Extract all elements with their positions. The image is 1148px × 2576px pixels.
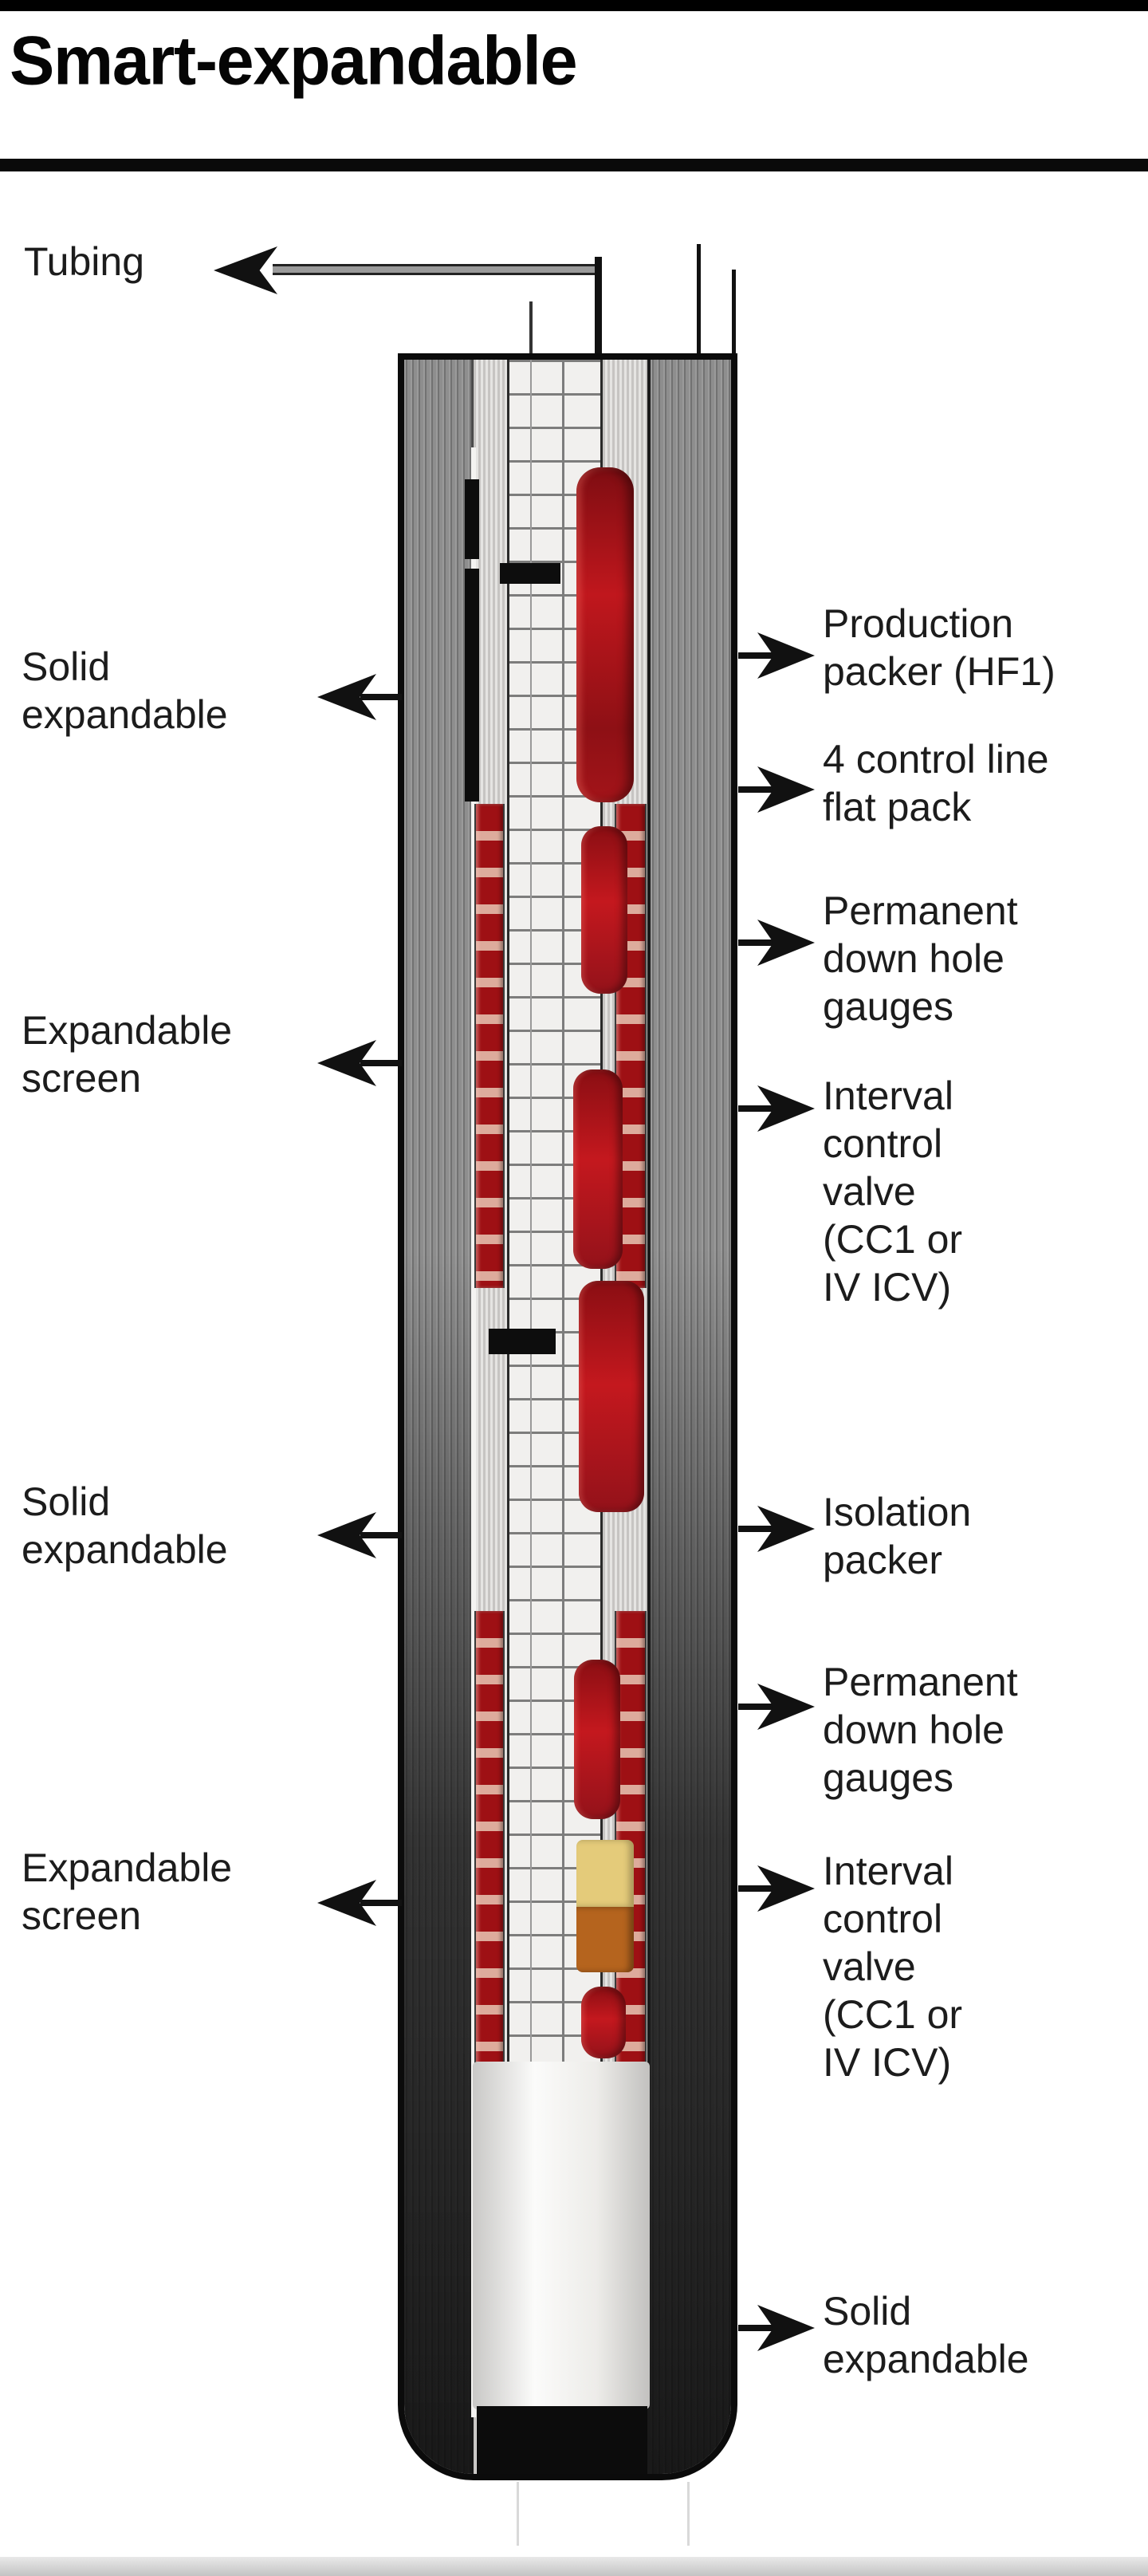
arrow-line-isolation-packer xyxy=(738,1526,778,1532)
solid-expandable-liner xyxy=(473,2062,650,2409)
page-title-text: Smart-expandable xyxy=(10,22,578,100)
packer-slip-upper xyxy=(465,479,479,559)
expandable-liner-edge xyxy=(471,447,476,2417)
screen-joint-lower xyxy=(581,1987,626,2058)
label-downhole-gauges-1: Permanent down hole gauges xyxy=(823,888,1018,1029)
arrow-line-solid-expandable-2 xyxy=(360,1532,402,1538)
interval-control-valve-upper xyxy=(579,1281,644,1512)
label-solid-expandable-1: Solid expandable xyxy=(22,644,228,737)
tubing-inner-line xyxy=(530,360,532,2066)
isolation-packer-band xyxy=(489,1329,556,1354)
page-title: Smart-expandable xyxy=(10,21,887,124)
label-control-line-flat-pack: 4 control line flat pack xyxy=(823,737,1049,829)
bottom-gray-strip xyxy=(0,2557,1148,2576)
icv-body-upper xyxy=(573,1069,623,1269)
label-expandable-screen-1: Expandable screen xyxy=(22,1008,233,1101)
label-interval-control-valve-2: Interval control valve (CC1 or IV ICV) xyxy=(823,1849,963,2085)
arrow-line-production-packer xyxy=(738,652,778,659)
packer-element-band xyxy=(500,563,560,584)
label-interval-control-valve-1: Interval control valve (CC1 or IV ICV) xyxy=(823,1073,963,1310)
label-solid-expandable-bottom: Solid expandable xyxy=(823,2289,1029,2381)
arrow-line-interval-control-valve-1 xyxy=(738,1105,778,1112)
arrow-line-tubing xyxy=(273,264,600,275)
production-packer-element xyxy=(576,467,634,802)
expandable-screen-lower-left xyxy=(474,1611,505,2070)
tubing-inner-line-2 xyxy=(562,360,564,2066)
arrow-line-solid-expandable-1 xyxy=(360,694,402,700)
label-downhole-gauges-2: Permanent down hole gauges xyxy=(823,1660,1018,1800)
gauge-mandrel-lower xyxy=(574,1660,620,1819)
gauge-mandrel-upper xyxy=(581,826,627,994)
label-expandable-screen-2: Expandable screen xyxy=(22,1845,233,1938)
interval-control-valve-lower-lower-half xyxy=(576,1907,634,1972)
title-divider-rule xyxy=(0,159,1148,171)
arrow-line-interval-control-valve-2 xyxy=(738,1885,778,1892)
arrow-line-downhole-gauges-2 xyxy=(738,1704,778,1710)
arrow-line-expandable-screen-1 xyxy=(360,1060,402,1066)
tubing-pipe-top xyxy=(595,257,602,363)
wellbore-schematic xyxy=(398,353,737,2480)
casing-wall-left xyxy=(404,360,474,2474)
top-black-banner xyxy=(0,0,1148,11)
expandable-screen-upper-left xyxy=(474,804,505,1288)
inner-string-line-top xyxy=(529,301,533,363)
label-production-packer: Production packer (HF1) xyxy=(823,601,1056,694)
arrow-head-tubing xyxy=(214,246,277,294)
arrow-line-downhole-gauges-1 xyxy=(738,939,778,946)
interval-control-valve-lower-upper-half xyxy=(576,1840,634,1907)
label-solid-expandable-2: Solid expandable xyxy=(22,1479,228,1572)
casing-hanger-line-outer xyxy=(697,244,701,363)
casing-wall-right xyxy=(647,360,731,2474)
reflection-line-right xyxy=(687,2482,690,2546)
casing-hanger-line-inner xyxy=(732,270,736,363)
arrow-line-control-line-flat-pack xyxy=(738,786,778,793)
packer-slip-lower xyxy=(465,569,479,802)
arrow-line-expandable-screen-2 xyxy=(360,1900,402,1906)
label-tubing: Tubing xyxy=(24,239,145,284)
label-isolation-packer: Isolation packer xyxy=(823,1490,972,1582)
bottom-plug-shoe xyxy=(477,2406,647,2474)
arrow-line-solid-expandable-bottom xyxy=(738,2325,778,2331)
reflection-line-left xyxy=(517,2482,519,2546)
